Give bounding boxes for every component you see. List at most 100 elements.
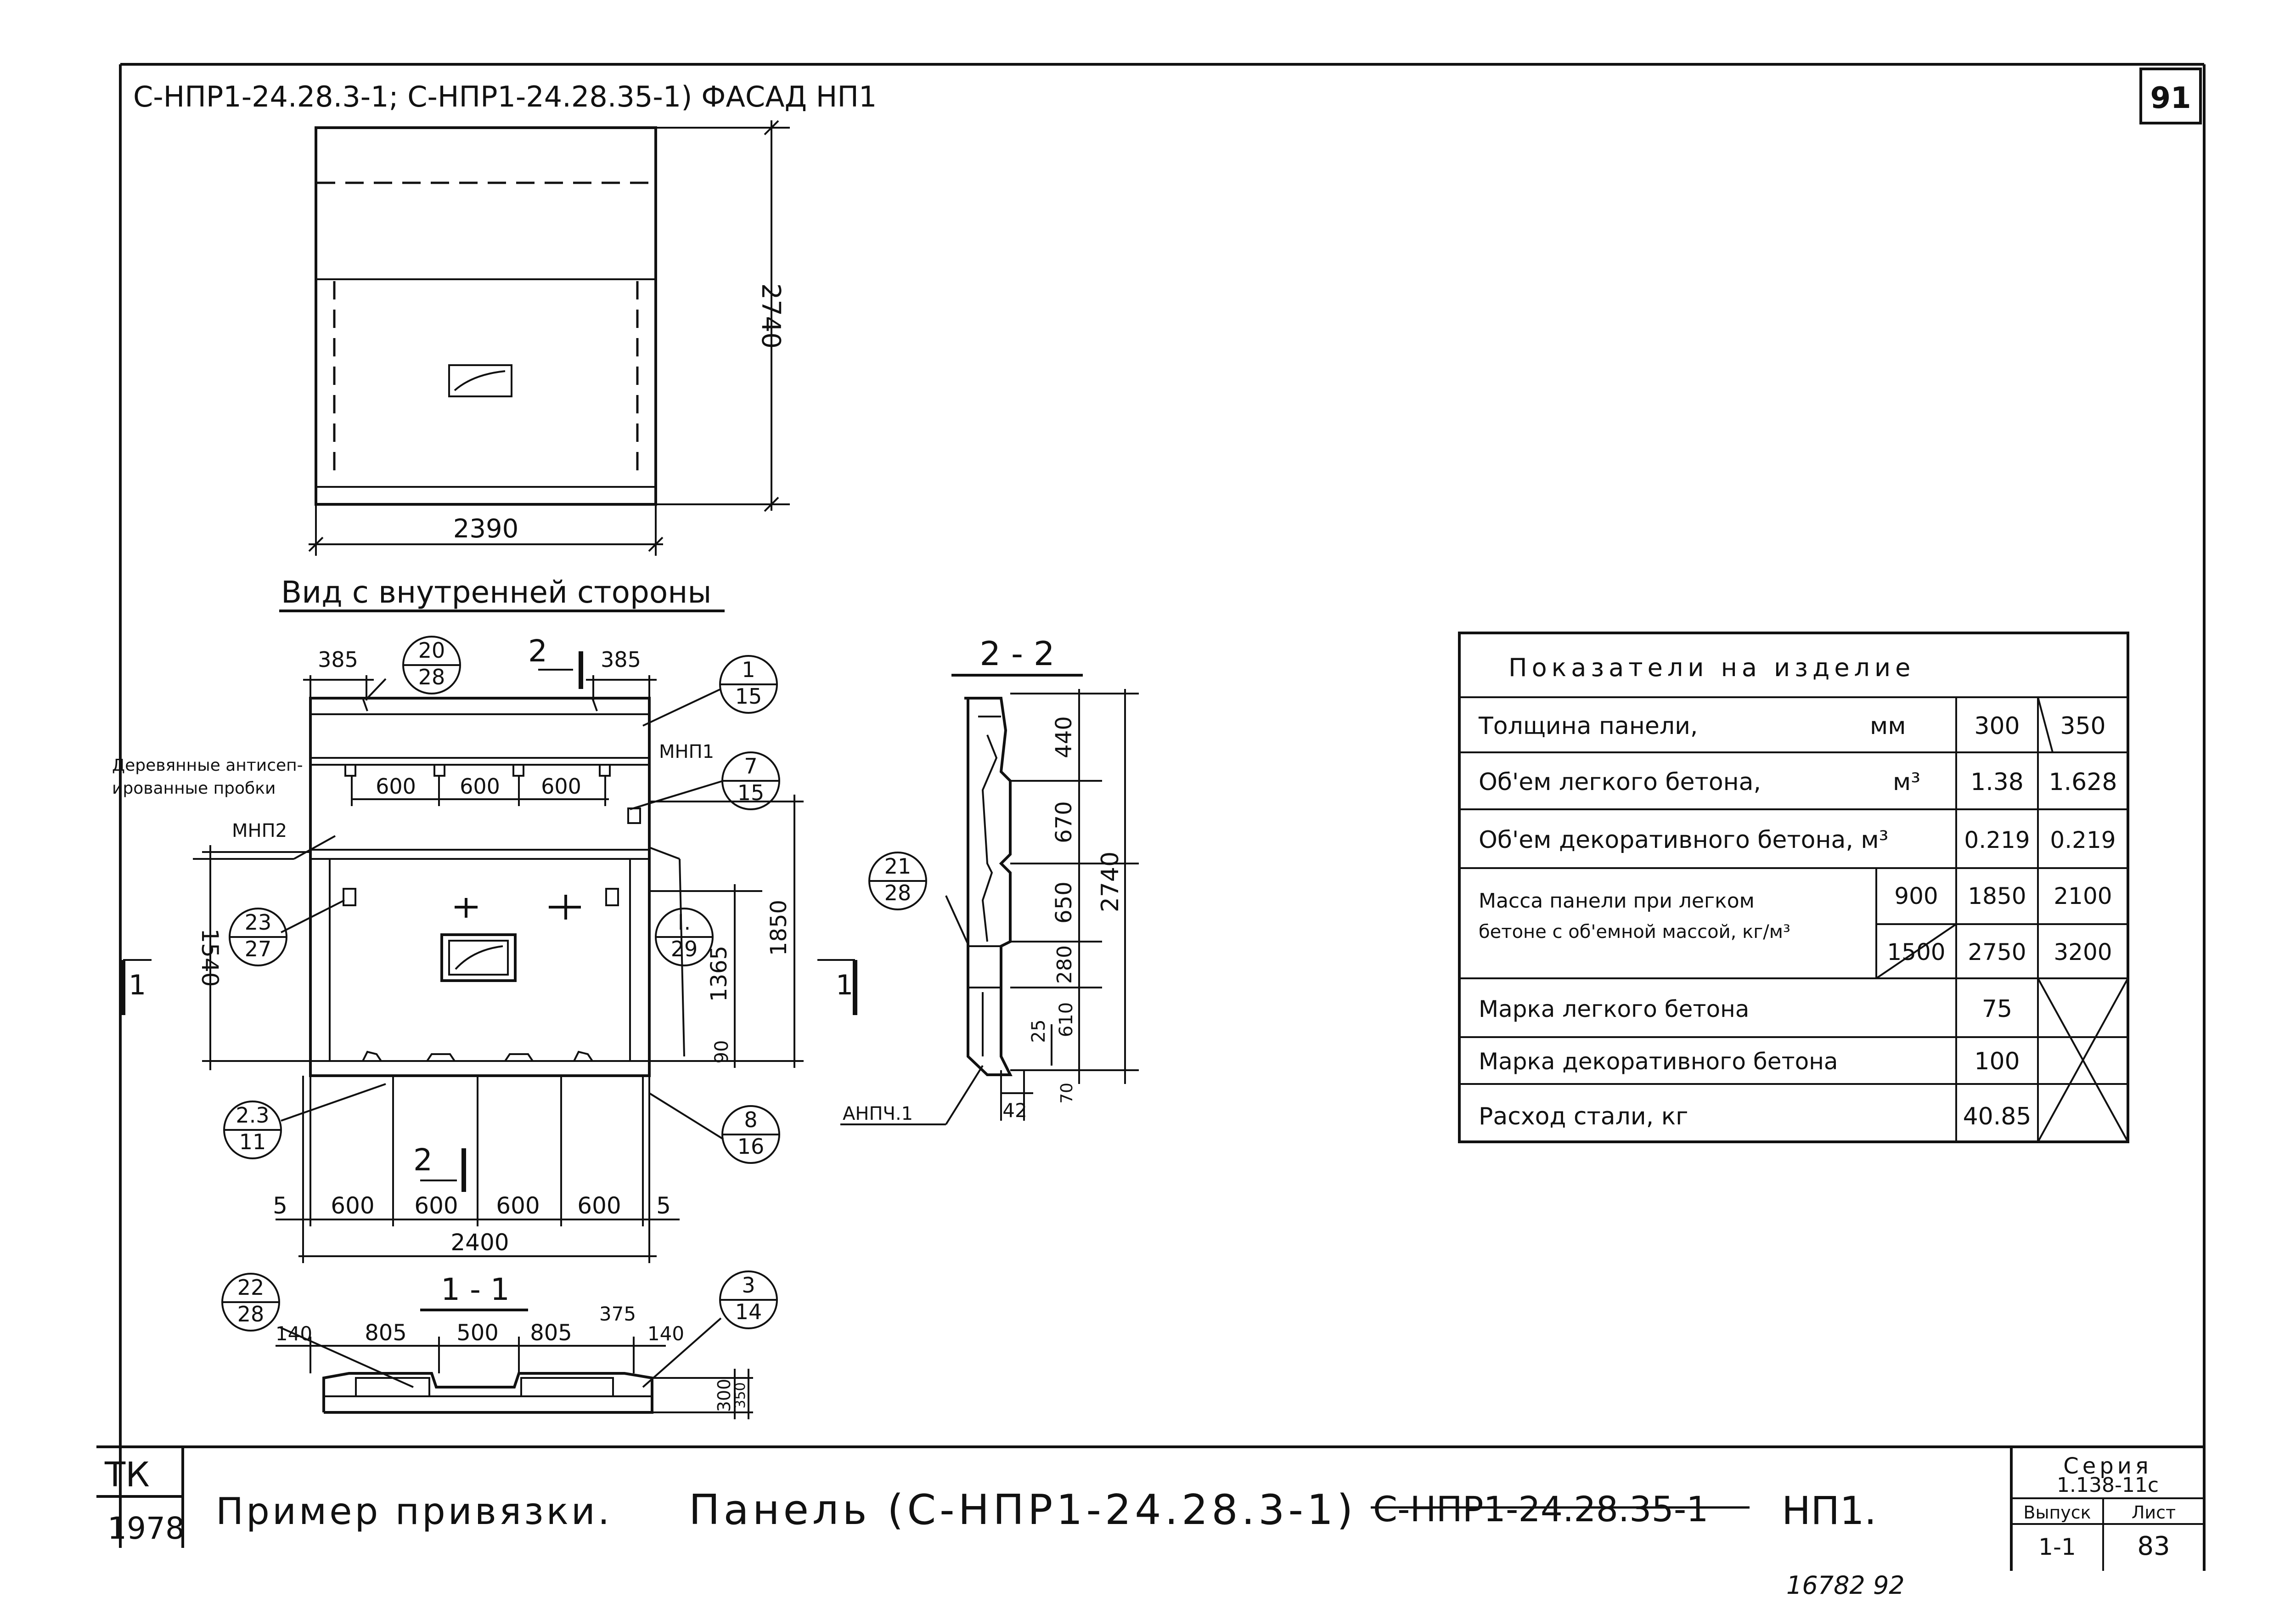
dim-bottom-3: 600 (414, 1192, 458, 1219)
dim-bottom-4: 600 (496, 1192, 540, 1219)
facade-drawing (308, 120, 790, 556)
view-title: Вид с внутренней стороны (281, 575, 712, 610)
row-decoconcrete-label: Об'ем декоративного бетона, м³ (1479, 826, 1888, 854)
row-lightconcrete-300: 1.38 (1970, 768, 2024, 796)
callout-22-28: 22 28 (221, 1273, 280, 1332)
dim-bottom-1: 5 (273, 1192, 287, 1219)
dim-total-width: 2400 (450, 1229, 509, 1256)
row-decoconcrete-300: 0.219 (1964, 827, 2030, 853)
s1-dim-140-left: 140 (276, 1322, 312, 1345)
svg-text:22: 22 (237, 1275, 264, 1300)
s2-dim-42: 42 (1002, 1099, 1027, 1122)
svg-text:8: 8 (744, 1107, 757, 1132)
svg-text:7: 7 (744, 754, 757, 779)
s2-dim-650: 650 (1051, 881, 1077, 924)
title-panel-suffix: НП1. (1782, 1488, 1876, 1533)
svg-text:14: 14 (735, 1299, 762, 1324)
title-caption: Пример привязки. (216, 1490, 612, 1533)
section-mark-2-top: 2 (528, 633, 547, 669)
cut-mark-1-left: 1 (129, 969, 146, 1001)
section-2-title: 2 - 2 (979, 634, 1054, 673)
callout-8-16: 8 16 (721, 1105, 780, 1164)
dim-bottom-5: 600 (577, 1192, 621, 1219)
section-1-drawing (276, 1317, 753, 1419)
bottom-tail: 16782 92 (1786, 1571, 1905, 1600)
s2-dim-280: 280 (1053, 945, 1076, 984)
s2-dim-610: 610 (1056, 1002, 1077, 1037)
callout-I-29: I. 29 (655, 908, 714, 966)
s2-dim-25: 25 (1028, 1020, 1049, 1043)
row-steel-label: Расход стали, кг (1479, 1103, 1688, 1130)
top-title-facade: ФАСАД НП1 (701, 80, 877, 113)
section-1-title: 1 - 1 (441, 1272, 510, 1307)
svg-text:21: 21 (884, 854, 912, 879)
callout-7-15: 7 15 (721, 751, 780, 810)
note-wood-plugs-2: ированные пробки (112, 779, 276, 798)
callout-21-28: 21 28 (868, 852, 927, 910)
dim-bottom-2: 600 (331, 1192, 374, 1219)
sheet-label: Лист (2132, 1502, 2176, 1523)
s1-thickness-350: 350 (732, 1382, 748, 1408)
dim-top-left: 385 (318, 647, 358, 672)
section-2-drawing (840, 689, 1139, 1125)
row-mass-density-900: 900 (1894, 883, 1938, 909)
title-panel-struck: С-НПР1-24.28.35-1 (1373, 1489, 1709, 1530)
row-lightgrade-300: 75 (1982, 995, 2012, 1023)
svg-text:28: 28 (237, 1302, 264, 1326)
dim-top-right: 385 (601, 647, 641, 672)
row-mass-density-1500: 1500 (1887, 939, 1945, 965)
top-title: С-НПР1-24.28.3-1; С-НПР1-24.28.35-1) ФАС… (133, 80, 877, 113)
section-mark-2-bottom: 2 (413, 1142, 433, 1178)
top-title-sep: ; (389, 80, 408, 113)
s2-dim-440: 440 (1051, 716, 1077, 758)
dim-mid-1: 600 (376, 774, 416, 799)
svg-text:28: 28 (418, 665, 445, 689)
row-mass-900-300: 1850 (1968, 883, 2026, 909)
svg-text:16: 16 (737, 1134, 765, 1159)
row-mass-label-2: бетоне с об'емной массой, кг/м³ (1479, 921, 1790, 943)
callout-20-28: 20 28 (402, 636, 461, 694)
facade-height-dim: 2740 (756, 283, 786, 349)
callout-23-27: 23 27 (229, 908, 287, 966)
s1-dim-805-right: 805 (530, 1320, 572, 1346)
row-steel-300: 40.85 (1963, 1103, 2032, 1130)
title-block (96, 1445, 2204, 1571)
callout-2.3-11: 2.3 11 (223, 1101, 282, 1159)
s1-dim-500: 500 (456, 1320, 499, 1346)
row-mass-1500-350: 3200 (2054, 939, 2112, 965)
title-panel: Панель (С-НПР1-24.28.3-1) (689, 1486, 1356, 1534)
callout-3-14: 3 14 (719, 1270, 778, 1329)
row-thickness-300: 300 (1974, 712, 2020, 740)
s1-dim-140-right: 140 (647, 1322, 684, 1345)
svg-text:2.3: 2.3 (236, 1103, 269, 1128)
title-year: 1978 (107, 1511, 185, 1546)
s1-thickness-300: 300 (714, 1379, 734, 1412)
svg-text:20: 20 (418, 638, 445, 663)
dim-right-90: 90 (711, 1040, 732, 1064)
series-label: Серия (2063, 1453, 2152, 1479)
page-number: 91 (2150, 81, 2191, 115)
svg-text:I.: I. (678, 910, 691, 935)
s1-dim-805-left: 805 (365, 1320, 407, 1346)
top-title-code-1: С-НПР1-24.28.3-1 (133, 80, 389, 113)
cut-mark-1-right: 1 (836, 969, 853, 1001)
dim-bottom-6: 5 (656, 1192, 671, 1219)
title-panel-code: С-НПР1-24.28.3-1 (907, 1486, 1337, 1534)
row-lightconcrete-label: Об'ем легкого бетона, (1479, 768, 1761, 796)
inner-view-drawing (121, 651, 857, 1263)
indicators-table (1458, 632, 2129, 1143)
svg-text:1: 1 (742, 657, 755, 682)
svg-text:15: 15 (735, 684, 762, 709)
svg-text:29: 29 (671, 937, 698, 961)
row-lightconcrete-350: 1.628 (2049, 768, 2117, 796)
note-mnp1: МНП1 (659, 741, 714, 762)
svg-text:23: 23 (245, 910, 272, 935)
svg-text:3: 3 (742, 1273, 755, 1298)
facade-width-dim: 2390 (453, 514, 519, 544)
issue-value: 1-1 (2038, 1534, 2076, 1560)
title-panel-paren: ) (1337, 1486, 1356, 1534)
s2-dim-total: 2740 (1097, 852, 1124, 912)
svg-text:28: 28 (884, 881, 912, 905)
dim-mid-3: 600 (541, 774, 581, 799)
